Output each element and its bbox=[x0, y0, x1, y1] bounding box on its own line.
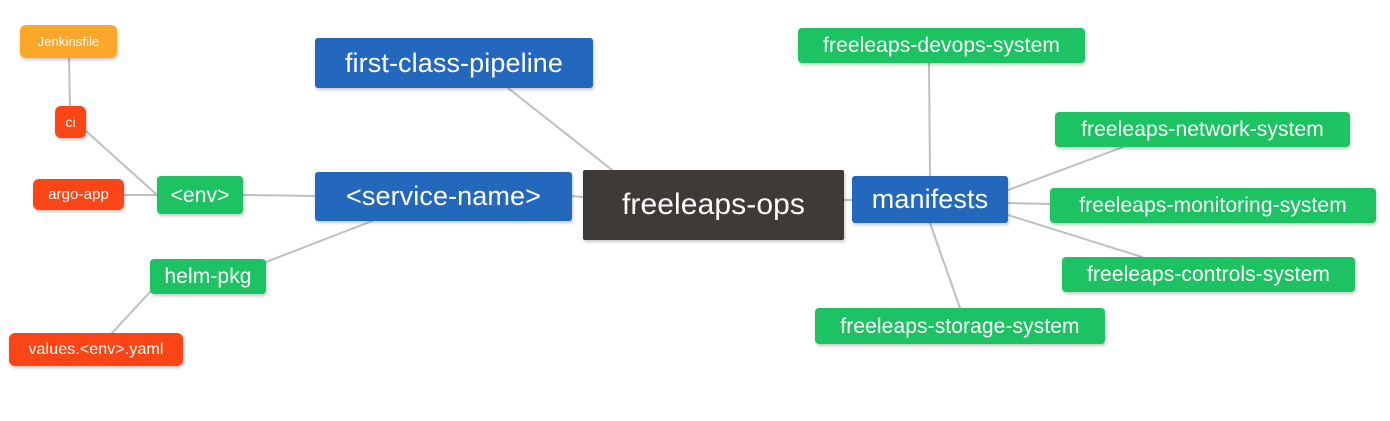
node-ci[interactable]: ci bbox=[55, 106, 86, 138]
node-argo-app[interactable]: argo-app bbox=[33, 179, 124, 210]
node-jenkinsfile[interactable]: Jenkinsfile bbox=[20, 25, 117, 58]
node-first-class-pipeline[interactable]: first-class-pipeline bbox=[315, 38, 593, 88]
edge-helm-pkg-to-service-name bbox=[265, 220, 373, 263]
node-freeleaps-ops[interactable]: freeleaps-ops bbox=[583, 170, 844, 240]
edge-manifests-to-freeleaps-devops-system bbox=[928, 62, 931, 177]
edge-values-yaml-to-helm-pkg bbox=[111, 291, 151, 334]
edge-manifests-to-freeleaps-network-system bbox=[1007, 146, 1124, 191]
node-values-yaml[interactable]: values.<env>.yaml bbox=[9, 333, 183, 366]
edge-env-to-service-name bbox=[242, 194, 316, 197]
edge-manifests-to-freeleaps-monitoring-system bbox=[1007, 202, 1051, 205]
node-freeleaps-controls-system[interactable]: freeleaps-controls-system bbox=[1062, 257, 1355, 292]
edge-service-name-to-freeleaps-ops bbox=[571, 195, 584, 198]
edge-jenkinsfile-to-ci bbox=[68, 57, 71, 107]
node-freeleaps-devops-system[interactable]: freeleaps-devops-system bbox=[798, 28, 1085, 63]
node-freeleaps-storage-system[interactable]: freeleaps-storage-system bbox=[815, 308, 1105, 344]
node-service-name[interactable]: <service-name> bbox=[315, 172, 572, 221]
node-manifests[interactable]: manifests bbox=[852, 176, 1008, 223]
node-env[interactable]: <env> bbox=[157, 176, 243, 214]
node-helm-pkg[interactable]: helm-pkg bbox=[150, 259, 266, 294]
edge-manifests-to-freeleaps-storage-system bbox=[929, 222, 961, 309]
node-freeleaps-network-system[interactable]: freeleaps-network-system bbox=[1055, 112, 1350, 147]
node-freeleaps-monitoring-system[interactable]: freeleaps-monitoring-system bbox=[1050, 188, 1376, 223]
edge-first-class-pipeline-to-freeleaps-ops bbox=[507, 87, 613, 171]
